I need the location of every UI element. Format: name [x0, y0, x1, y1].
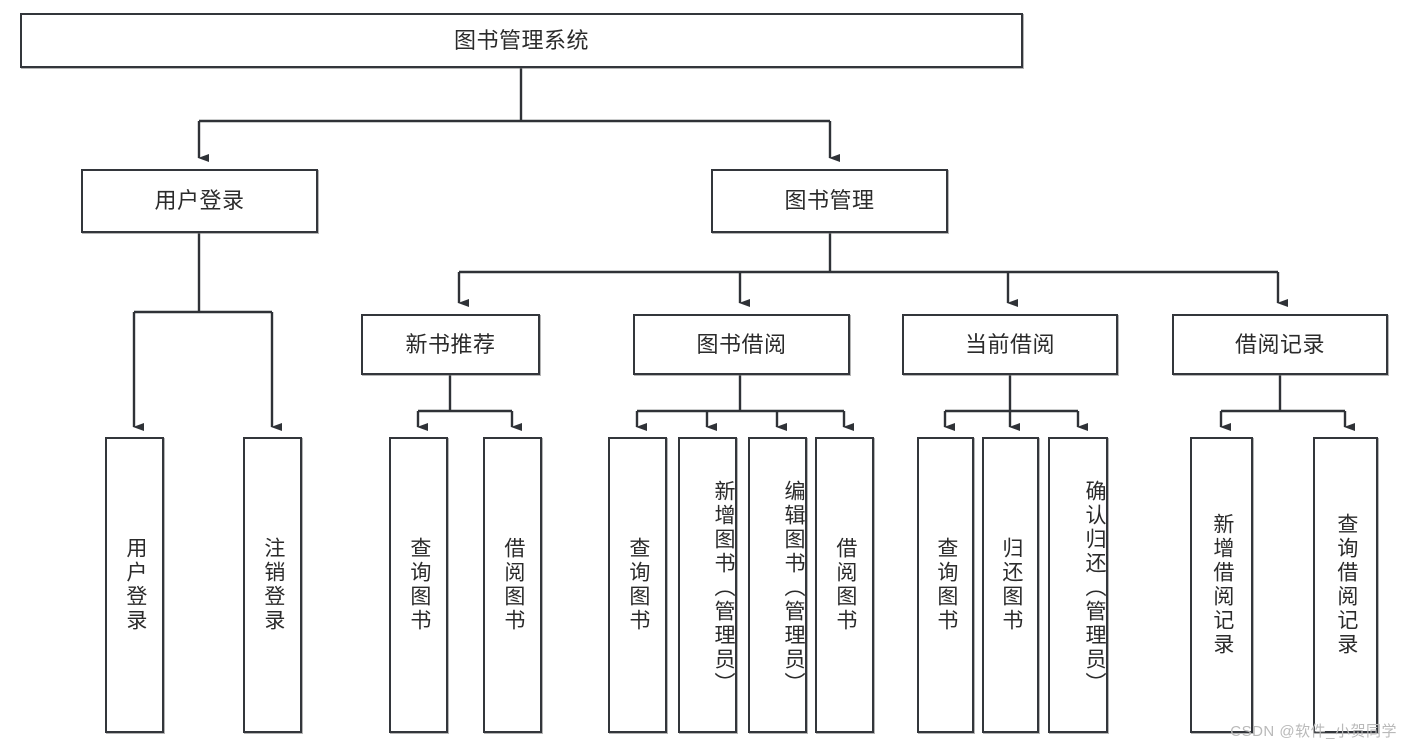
leaf-query-books-current[interactable]: 查询图书 [917, 437, 974, 733]
node-book-borrow[interactable]: 图书借阅 [633, 314, 850, 375]
leaf-query-borrow-record-label: 查询借阅记录 [1334, 513, 1358, 657]
node-user-login[interactable]: 用户登录 [81, 169, 318, 233]
node-current-borrow-label: 当前借阅 [964, 331, 1055, 357]
node-book-borrow-label: 图书借阅 [696, 331, 787, 357]
node-new-book-recommend[interactable]: 新书推荐 [361, 314, 540, 375]
node-user-login-label: 用户登录 [154, 188, 245, 214]
leaf-return-books-label: 归还图书 [999, 537, 1023, 633]
leaf-query-borrow-record[interactable]: 查询借阅记录 [1313, 437, 1378, 733]
leaf-borrow-books-rec-label: 借阅图书 [501, 537, 525, 633]
leaf-confirm-return-admin[interactable]: 确认归还（管理员） [1048, 437, 1108, 733]
node-borrow-records[interactable]: 借阅记录 [1172, 314, 1388, 375]
leaf-logout-login-label: 注销登录 [261, 537, 285, 633]
leaf-edit-book-admin[interactable]: 编辑图书（管理员） [748, 437, 807, 733]
leaf-add-book-admin[interactable]: 新增图书（管理员） [678, 437, 737, 733]
leaf-borrow-books-label: 借阅图书 [833, 537, 857, 633]
leaf-query-books-borrow-label: 查询图书 [626, 537, 650, 633]
leaf-query-books-rec-label: 查询图书 [407, 537, 431, 633]
leaf-user-login[interactable]: 用户登录 [105, 437, 164, 733]
leaf-borrow-books[interactable]: 借阅图书 [815, 437, 874, 733]
leaf-add-borrow-record-label: 新增借阅记录 [1210, 513, 1234, 657]
leaf-query-books-borrow[interactable]: 查询图书 [608, 437, 667, 733]
leaf-logout-login[interactable]: 注销登录 [243, 437, 302, 733]
leaf-add-book-admin-label: 新增图书（管理员） [712, 480, 735, 696]
node-root-label: 图书管理系统 [453, 27, 589, 53]
node-borrow-records-label: 借阅记录 [1234, 331, 1325, 357]
node-book-management-label: 图书管理 [784, 188, 875, 214]
leaf-user-login-label: 用户登录 [123, 537, 147, 633]
leaf-query-books-current-label: 查询图书 [934, 537, 958, 633]
leaf-query-books-rec[interactable]: 查询图书 [389, 437, 448, 733]
node-new-book-recommend-label: 新书推荐 [405, 331, 496, 357]
leaf-return-books[interactable]: 归还图书 [982, 437, 1039, 733]
node-root[interactable]: 图书管理系统 [20, 13, 1023, 68]
leaf-edit-book-admin-label: 编辑图书（管理员） [782, 480, 805, 696]
leaf-confirm-return-admin-label: 确认归还（管理员） [1083, 480, 1106, 696]
node-current-borrow[interactable]: 当前借阅 [902, 314, 1118, 375]
node-book-management[interactable]: 图书管理 [711, 169, 948, 233]
leaf-add-borrow-record[interactable]: 新增借阅记录 [1190, 437, 1253, 733]
leaf-borrow-books-rec[interactable]: 借阅图书 [483, 437, 542, 733]
